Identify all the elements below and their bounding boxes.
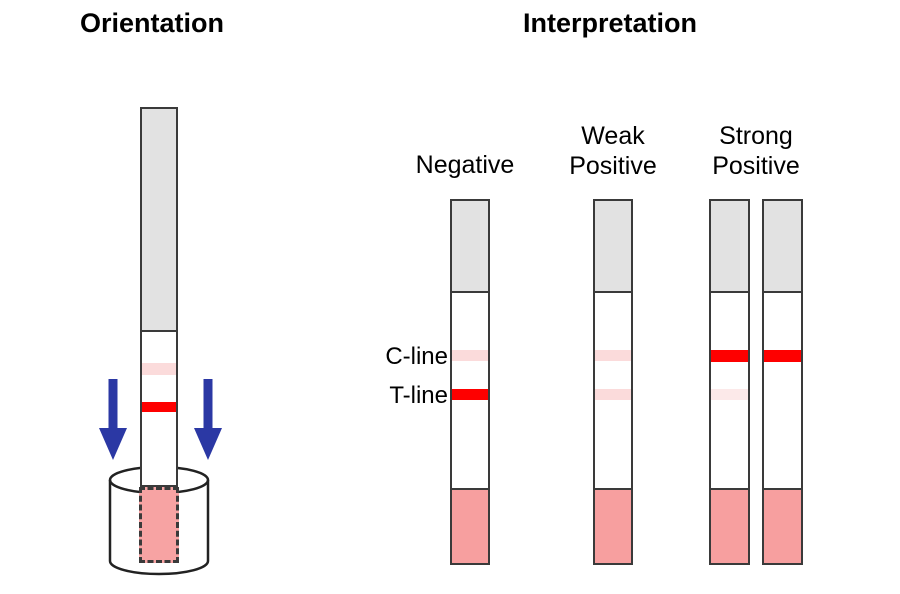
sample-pad (452, 488, 488, 563)
wet-sample-section (139, 487, 179, 563)
c-line-band (595, 350, 631, 361)
column-label-weak-positive: Weak Positive (569, 122, 657, 180)
column-label-strong-positive: Strong Positive (712, 122, 800, 180)
sample-pad (711, 488, 748, 563)
test-strip-strong-positive-2 (762, 199, 803, 565)
down-arrow-left-icon (99, 379, 127, 460)
interpretation-title: Interpretation (522, 8, 697, 38)
absorbent-pad (764, 201, 801, 293)
c-line-band (452, 350, 488, 361)
sample-pad (764, 488, 801, 563)
absorbent-pad (452, 201, 488, 293)
t-line-band (595, 389, 631, 400)
down-arrow-right-icon (194, 379, 222, 460)
orientation-test-strip (140, 107, 178, 487)
test-strip-strong-positive-1 (709, 199, 750, 565)
absorbent-pad (711, 201, 748, 293)
absorbent-pad (595, 201, 631, 293)
absorbent-pad (142, 109, 176, 332)
t-line-band (452, 389, 488, 400)
c-line-band (142, 363, 176, 375)
t-line-band (142, 402, 176, 412)
t-line-band (711, 389, 748, 400)
c-line-band (711, 350, 748, 362)
column-label-negative: Negative (415, 151, 515, 179)
orientation-title: Orientation (80, 8, 225, 38)
t-line-band (764, 389, 801, 400)
c-line-band (764, 350, 801, 362)
c-line-label: C-line (385, 343, 448, 370)
test-strip-negative (450, 199, 490, 565)
t-line-label: T-line (389, 382, 448, 409)
sample-pad (595, 488, 631, 563)
test-strip-weak-positive (593, 199, 633, 565)
